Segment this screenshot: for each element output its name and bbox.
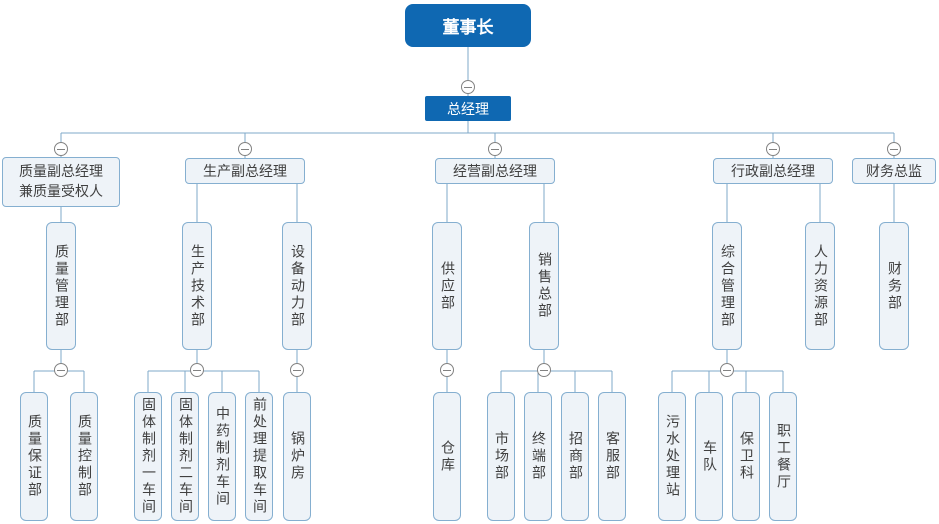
collapse-toggle-supply[interactable] bbox=[440, 363, 454, 377]
collapse-toggle-deputy-operations[interactable] bbox=[488, 142, 502, 156]
node-dept-human-resources[interactable]: 人力资源部 bbox=[805, 222, 835, 350]
node-deputy-operations[interactable]: 经营副总经理 bbox=[435, 158, 555, 184]
node-deputy-admin[interactable]: 行政副总经理 bbox=[713, 158, 833, 184]
collapse-toggle-production-tech[interactable] bbox=[190, 363, 204, 377]
node-general-manager[interactable]: 总经理 bbox=[425, 96, 511, 121]
collapse-toggle-general-mgmt[interactable] bbox=[720, 363, 734, 377]
node-unit-sewage-station[interactable]: 污水处理站 bbox=[658, 392, 686, 521]
node-deputy-quality[interactable]: 质量副总经理 兼质量受权人 bbox=[2, 157, 120, 207]
node-unit-pretreatment-workshop[interactable]: 前处理提取车间 bbox=[245, 392, 273, 521]
node-finance-director[interactable]: 财务总监 bbox=[852, 158, 936, 184]
node-unit-security[interactable]: 保卫科 bbox=[732, 392, 760, 521]
collapse-toggle-deputy-production[interactable] bbox=[238, 142, 252, 156]
collapse-toggle-deputy-admin[interactable] bbox=[766, 142, 780, 156]
node-dept-quality-management[interactable]: 质量管理部 bbox=[46, 222, 76, 350]
node-unit-quality-control[interactable]: 质量控制部 bbox=[70, 392, 98, 521]
node-unit-solid-workshop-2[interactable]: 固体制剂二车间 bbox=[171, 392, 199, 521]
node-unit-terminal[interactable]: 终端部 bbox=[524, 392, 552, 521]
node-dept-general-mgmt[interactable]: 综合管理部 bbox=[712, 222, 742, 350]
node-dept-production-tech[interactable]: 生产技术部 bbox=[182, 222, 212, 350]
collapse-toggle-deputy-quality[interactable] bbox=[54, 142, 68, 156]
node-chairman[interactable]: 董事长 bbox=[405, 4, 531, 47]
node-unit-quality-assurance[interactable]: 质量保证部 bbox=[20, 392, 48, 521]
node-unit-customer-service[interactable]: 客服部 bbox=[598, 392, 626, 521]
node-dept-equipment-power[interactable]: 设备动力部 bbox=[282, 222, 312, 350]
node-dept-finance[interactable]: 财务部 bbox=[879, 222, 909, 350]
collapse-toggle-sales-hq[interactable] bbox=[537, 363, 551, 377]
node-dept-supply[interactable]: 供应部 bbox=[432, 222, 462, 350]
deputy-quality-line1: 质量副总经理 bbox=[19, 163, 103, 180]
collapse-toggle-quality-management[interactable] bbox=[54, 363, 68, 377]
collapse-toggle-general-manager[interactable] bbox=[461, 80, 475, 94]
node-deputy-production[interactable]: 生产副总经理 bbox=[185, 158, 305, 184]
node-unit-staff-canteen[interactable]: 职工餐厅 bbox=[769, 392, 797, 521]
deputy-quality-line2: 兼质量受权人 bbox=[19, 184, 103, 200]
collapse-toggle-equipment-power[interactable] bbox=[290, 363, 304, 377]
node-unit-tcm-workshop[interactable]: 中药制剂车间 bbox=[208, 392, 236, 521]
node-unit-solid-workshop-1[interactable]: 固体制剂一车间 bbox=[134, 392, 162, 521]
node-unit-marketing[interactable]: 市场部 bbox=[487, 392, 515, 521]
node-dept-sales-hq[interactable]: 销售总部 bbox=[529, 222, 559, 350]
node-unit-warehouse[interactable]: 仓库 bbox=[433, 392, 461, 521]
node-unit-merchant[interactable]: 招商部 bbox=[561, 392, 589, 521]
node-unit-fleet[interactable]: 车队 bbox=[695, 392, 723, 521]
collapse-toggle-finance-director[interactable] bbox=[887, 142, 901, 156]
node-unit-boiler-room[interactable]: 锅炉房 bbox=[283, 392, 311, 521]
